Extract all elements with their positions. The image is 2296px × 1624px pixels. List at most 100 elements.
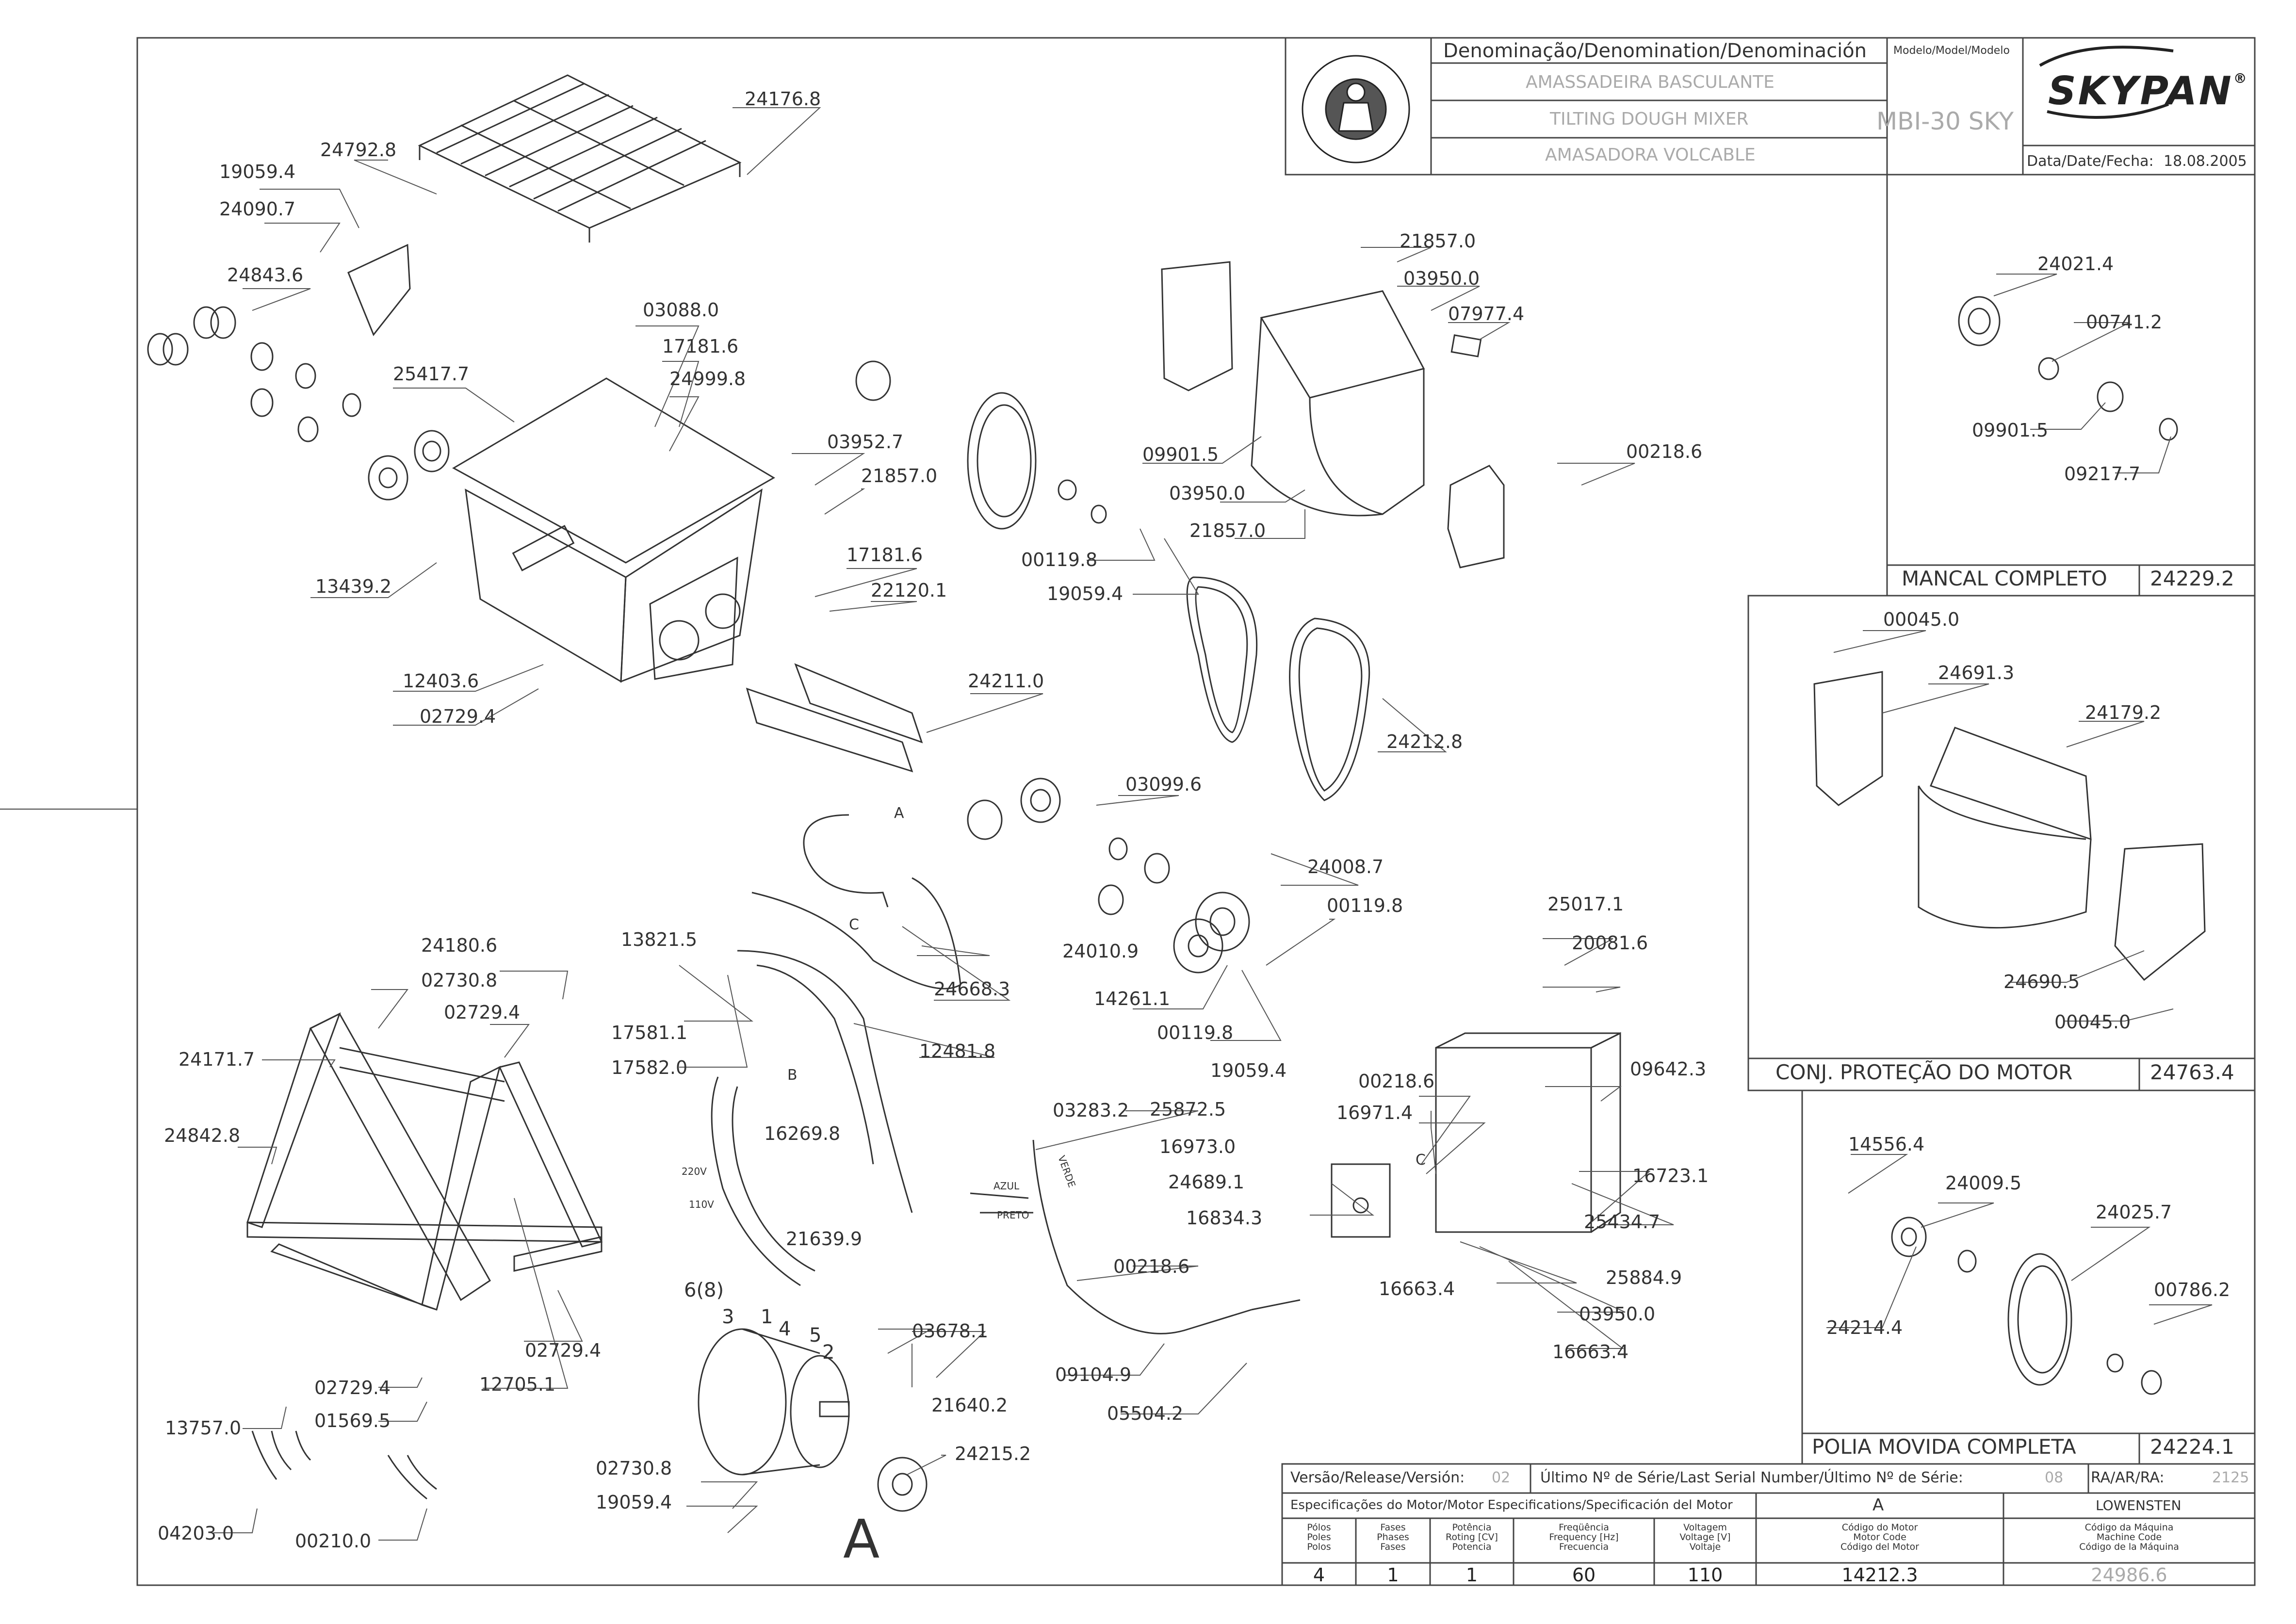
terminal-3: 3 — [722, 1306, 734, 1328]
spec-value-frequency: 60 — [1572, 1564, 1596, 1586]
part-label: 16663.4 — [1552, 1341, 1629, 1363]
motor-a-label: A — [1873, 1495, 1884, 1515]
part-label: 00119.8 — [1021, 549, 1098, 570]
part-label: 19059.4 — [596, 1492, 672, 1513]
part-label: 09642.3 — [1630, 1058, 1707, 1080]
part-label: 21857.0 — [861, 465, 938, 487]
spec-value-power: 1 — [1466, 1564, 1478, 1586]
part-label: 02730.8 — [596, 1458, 672, 1479]
model-label: Modelo/Model/Modelo — [1893, 45, 2010, 57]
part-label: 19059.4 — [219, 161, 296, 182]
spec-value-poles: 4 — [1313, 1564, 1325, 1586]
part-label: 03099.6 — [1125, 774, 1202, 795]
assembly-title-bearing: MANCAL COMPLETO — [1902, 567, 2107, 590]
wire-label-c: C — [849, 916, 859, 933]
part-label: 00218.6 — [1626, 441, 1703, 462]
part-label: 00045.0 — [2054, 1011, 2131, 1033]
spec-value-machine-code: 24986.6 — [2091, 1564, 2167, 1586]
spec-value-voltage: 110 — [1687, 1564, 1723, 1586]
assembly-title-motor-guard: CONJ. PROTEÇÃO DO MOTOR — [1775, 1060, 2073, 1084]
part-label: 17181.6 — [847, 544, 923, 566]
part-label: 01569.5 — [314, 1410, 391, 1431]
part-label: 25884.9 — [1606, 1267, 1682, 1288]
skypan-logo: SKYPAN® — [2048, 72, 2249, 111]
ra-value: 2125 — [2212, 1469, 2249, 1486]
part-label: 17581.1 — [611, 1022, 688, 1043]
terminal-4: 4 — [779, 1318, 791, 1340]
part-label: 02729.4 — [525, 1340, 602, 1361]
name-es: AMASADORA VOLCABLE — [1545, 145, 1756, 165]
part-label: 24211.0 — [968, 670, 1044, 692]
part-label: 24843.6 — [227, 264, 304, 286]
part-label: 24025.7 — [2096, 1202, 2172, 1223]
part-label: 12481.8 — [919, 1040, 996, 1062]
part-label: 02729.4 — [314, 1377, 391, 1398]
wire-label-c-motor: C — [1416, 1152, 1426, 1169]
terminal-1: 1 — [761, 1306, 773, 1328]
voltage-110: 110V — [689, 1199, 714, 1210]
serial-value: 08 — [2045, 1469, 2064, 1486]
date-value: 18.08.2005 — [2164, 153, 2247, 170]
part-label: 21857.0 — [1189, 520, 1266, 541]
part-label: 24179.2 — [2085, 702, 2162, 723]
part-label: 12705.1 — [479, 1374, 556, 1395]
part-label: 24212.8 — [1386, 731, 1463, 752]
part-label: 21640.2 — [931, 1395, 1008, 1416]
assembly-code-pulley: 24224.1 — [2150, 1435, 2234, 1459]
part-label: 13821.5 — [621, 929, 698, 950]
part-label: 17181.6 — [662, 336, 739, 357]
part-label: 21857.0 — [1400, 230, 1476, 252]
part-label: 09901.5 — [1142, 444, 1219, 465]
version-value: 02 — [1492, 1469, 1511, 1486]
terminal-2: 2 — [822, 1341, 835, 1364]
part-label: 24215.2 — [955, 1443, 1031, 1464]
part-label: 24842.8 — [164, 1125, 241, 1146]
brand-name: SKYPAN — [2048, 68, 2233, 114]
part-label: 02729.4 — [444, 1002, 521, 1023]
assembly-code-bearing: 24229.2 — [2150, 567, 2234, 590]
part-label: 00045.0 — [1883, 609, 1960, 630]
part-label: 25017.1 — [1547, 893, 1624, 915]
part-label: 16973.0 — [1159, 1136, 1236, 1157]
spec-value-phases: 1 — [1387, 1564, 1399, 1586]
voltage-220: 220V — [682, 1166, 707, 1177]
model-name: MBI-30 SKY — [1876, 107, 2014, 135]
part-label: 14556.4 — [1848, 1134, 1925, 1155]
part-label: 24668.3 — [934, 978, 1010, 1000]
part-label: 04203.0 — [158, 1523, 234, 1544]
part-label: 14261.1 — [1094, 988, 1171, 1009]
part-label: 02729.4 — [420, 706, 496, 727]
part-label: 03950.0 — [1579, 1303, 1656, 1325]
part-label: 03678.1 — [912, 1320, 989, 1342]
part-label: 24021.4 — [2037, 253, 2114, 275]
part-label: 13439.2 — [315, 576, 392, 597]
part-label: 16723.1 — [1632, 1165, 1709, 1186]
part-label: 25872.5 — [1150, 1099, 1226, 1120]
part-label: 00119.8 — [1157, 1022, 1234, 1043]
part-label: 24792.8 — [320, 139, 397, 161]
part-label: 25434.7 — [1584, 1211, 1661, 1233]
part-label: 24180.6 — [421, 935, 498, 956]
date-label: Data/Date/Fecha: — [2027, 153, 2154, 170]
part-label: 16971.4 — [1336, 1102, 1413, 1123]
wire-preto: PRETO — [997, 1209, 1029, 1221]
spec-value-motor-code: 14212.3 — [1841, 1564, 1918, 1586]
part-label: 24090.7 — [219, 198, 296, 220]
part-label: 13757.0 — [165, 1417, 242, 1439]
registered-mark: ® — [2233, 70, 2249, 86]
denomination-label: Denominação/Denomination/Denominación — [1443, 40, 1867, 62]
part-label: 21639.9 — [786, 1228, 863, 1250]
part-label: 24009.5 — [1945, 1172, 2022, 1194]
part-label: 16663.4 — [1379, 1278, 1455, 1299]
part-label: 19059.4 — [1210, 1060, 1287, 1081]
part-label: 03950.0 — [1169, 483, 1246, 504]
part-label: 24010.9 — [1062, 941, 1139, 962]
part-label: 00786.2 — [2154, 1279, 2231, 1300]
